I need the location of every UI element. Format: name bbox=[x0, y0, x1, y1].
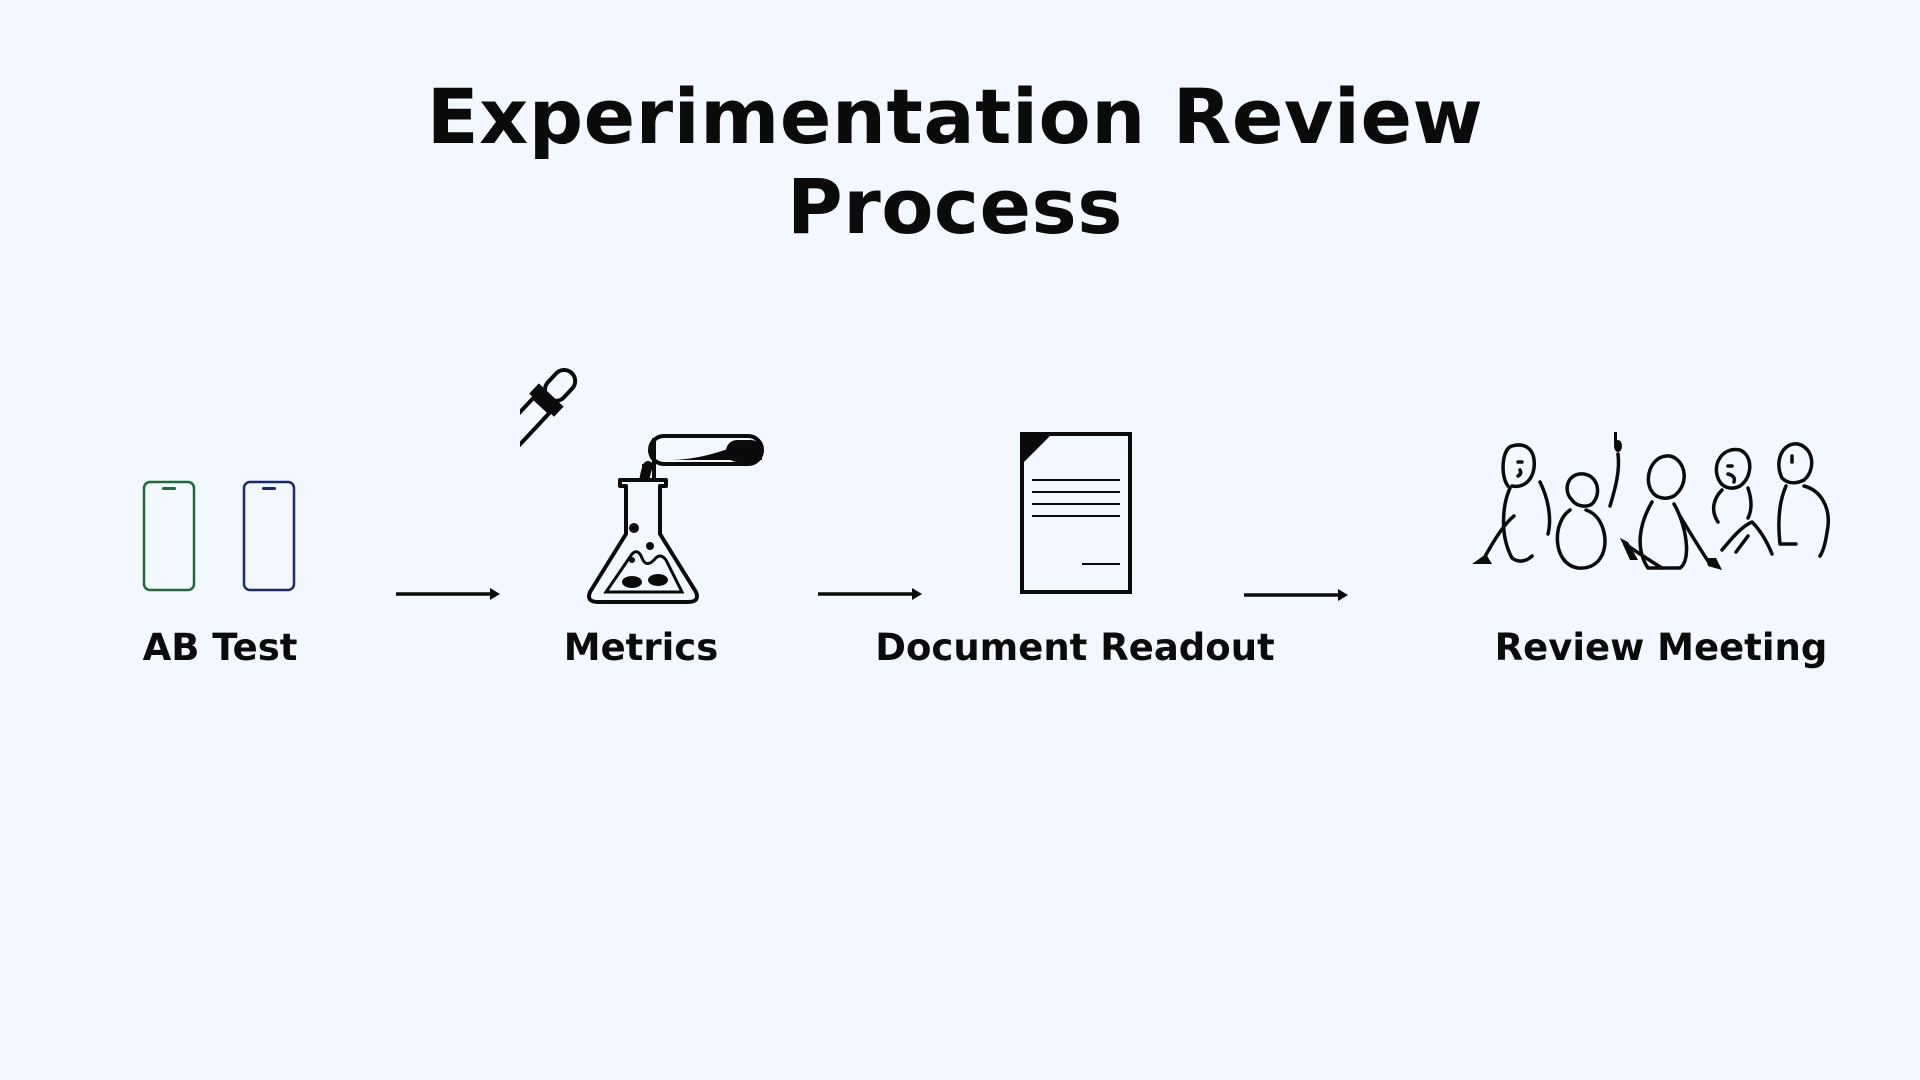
step-label-metrics: Metrics bbox=[563, 626, 719, 669]
title-line-2: Process bbox=[787, 162, 1123, 251]
lab-flask-icon bbox=[520, 368, 764, 604]
arrow-right-icon bbox=[1244, 589, 1348, 601]
meeting-people-icon bbox=[1472, 432, 1830, 570]
phones-icon bbox=[142, 480, 296, 592]
document-icon bbox=[1020, 432, 1132, 594]
step-label-review-meeting: Review Meeting bbox=[1494, 626, 1828, 669]
step-label-ab-test: AB Test bbox=[142, 626, 298, 669]
diagram-title: Experimentation Review Process bbox=[0, 72, 1910, 252]
title-line-1: Experimentation Review bbox=[426, 72, 1484, 161]
step-label-document-readout: Document Readout bbox=[875, 626, 1275, 669]
arrow-right-icon bbox=[396, 588, 500, 600]
arrow-right-icon bbox=[818, 588, 922, 600]
